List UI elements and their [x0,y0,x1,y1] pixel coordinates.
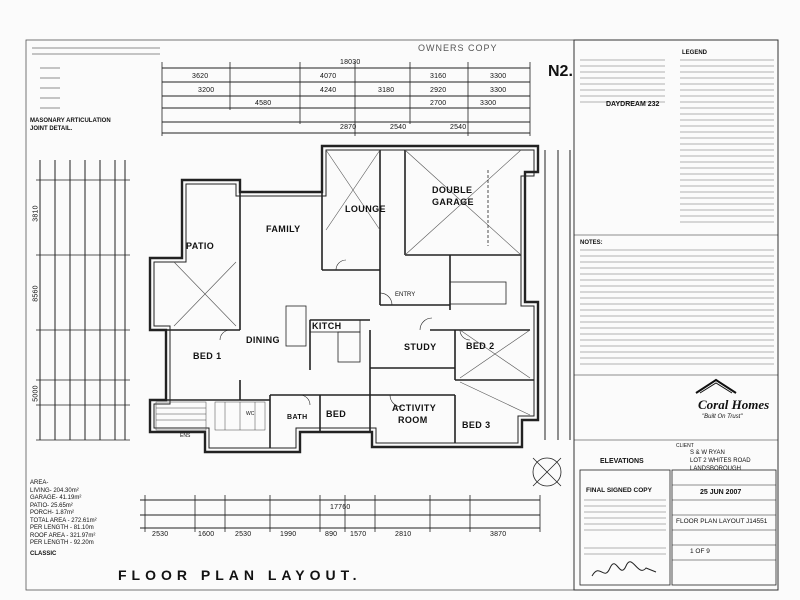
room-entry: ENTRY [395,292,416,298]
client-label: CLIENT [676,443,694,449]
dim-top-r2-5: 3300 [490,87,507,94]
dim-bottom-overall: 17760 [330,504,351,511]
dim-top-r4-2: 2540 [390,124,407,131]
client-lot: LOT 2 WHITES ROAD [690,458,751,464]
final-copy-heading: FINAL SIGNED COPY [586,487,652,494]
articulation-subtitle: JOINT DETAIL. [30,126,73,132]
dim-top-r1-4: 3300 [490,73,507,80]
dim-bottom-8: 3870 [490,531,507,538]
room-bath: BATH [287,414,308,421]
elevations-label: ELEVATIONS [600,458,644,465]
total-area-value: 272.61m² [71,517,97,524]
classic-label: CLASSIC [30,550,57,557]
room-garage-2: GARAGE [432,197,474,207]
signature-image [591,561,657,577]
living-label: LIVING- [30,487,52,494]
dim-bottom-7: 2810 [395,531,412,538]
dim-bottom-5: 890 [325,531,338,538]
room-activity-2: ROOM [398,415,428,425]
dim-top-r2-3: 3180 [378,87,395,94]
roof-area-label: ROOF AREA - [30,532,69,539]
room-garage-1: DOUBLE [432,185,473,195]
dim-top-r1-1: 3620 [192,73,209,80]
porch-value: 1.87m² [55,510,75,516]
room-dining: DINING [246,335,280,345]
titleblock-drawing: FLOOR PLAN LAYOUT [676,518,745,525]
room-activity-1: ACTIVITY [392,403,437,413]
area-schedule: AREA- LIVING- 204.30m² GARAGE- 41.19m² P… [30,480,130,558]
per-length-value: 81.10m [73,525,94,531]
client-name: S & W RYAN [690,450,725,456]
room-bed: BED [326,409,347,419]
signed-date: 25 JUN 2007 [700,489,742,496]
dim-top-overall: 18030 [340,59,361,66]
room-lounge: LOUNGE [345,204,386,214]
owners-copy-stamp: OWNERS COPY [418,43,498,53]
per-length2-value: 92.20m [73,540,94,546]
dim-top-r2-1: 3200 [198,87,215,94]
dim-top-r4-3: 2540 [450,124,467,131]
dim-bottom-2: 1600 [198,531,215,538]
dim-left-3: 5000 [32,385,40,402]
room-ens: ENS [180,433,191,439]
garage-label: GARAGE- [30,495,58,501]
room-bed2: BED 2 [466,341,495,351]
room-bed3: BED 3 [462,420,491,430]
room-kitchen: KITCH [312,321,342,331]
client-suburb: LANDSBOROUGH [690,466,742,472]
dim-top-r2-4: 2920 [430,87,447,94]
sheet-number: N2. [548,63,573,80]
dim-top-r1-2: 4070 [320,73,337,80]
dim-top-r1-3: 3160 [430,73,447,80]
roof-area-value: 321.97m² [70,532,96,539]
titleblock-sheet: 1 OF 9 [690,548,710,555]
per-length-label: PER LENGTH - [30,525,73,531]
dim-bottom-4: 1990 [280,531,297,538]
dim-top-r3-2: 2700 [430,100,447,107]
patio-label: PATIO- [30,502,50,509]
dim-top-r4-1: 2870 [340,124,357,131]
company-name: Coral Homes [698,397,770,412]
titleblock-job-no: J14551 [746,518,768,525]
area-label: AREA- [30,480,49,486]
dim-left-2: 8560 [32,285,40,302]
living-value: 204.30m² [53,487,79,494]
total-area-label: TOTAL AREA - [30,517,70,524]
room-study: STUDY [404,342,437,352]
dim-top-r3-1: 4580 [255,100,272,107]
dim-left-1: 3810 [32,205,40,222]
dim-bottom-1: 2530 [152,531,169,538]
drawing-title: FLOOR PLAN LAYOUT. [118,567,362,583]
legend-heading: LEGEND [682,50,708,56]
porch-label: PORCH- [30,510,54,516]
room-family: FAMILY [266,224,301,234]
patio-value: 25.65m² [50,502,73,509]
design-name: DAYDREAM 232 [606,101,660,108]
room-bed1: BED 1 [193,351,222,361]
dim-bottom-6: 1570 [350,531,367,538]
dim-top-r3-3: 3300 [480,100,497,107]
room-wc: WC [246,411,255,417]
per-length2-label: PER LENGTH - [30,540,73,546]
articulation-title: MASONARY ARTICULATION [30,118,111,124]
garage-value: 41.19m² [59,495,82,501]
company-tagline: "Built On Trust" [702,414,743,420]
room-patio: PATIO [186,241,215,251]
dim-top-r2-2: 4240 [320,87,337,94]
notes-heading: NOTES: [580,240,603,246]
dim-bottom-3: 2530 [235,531,252,538]
